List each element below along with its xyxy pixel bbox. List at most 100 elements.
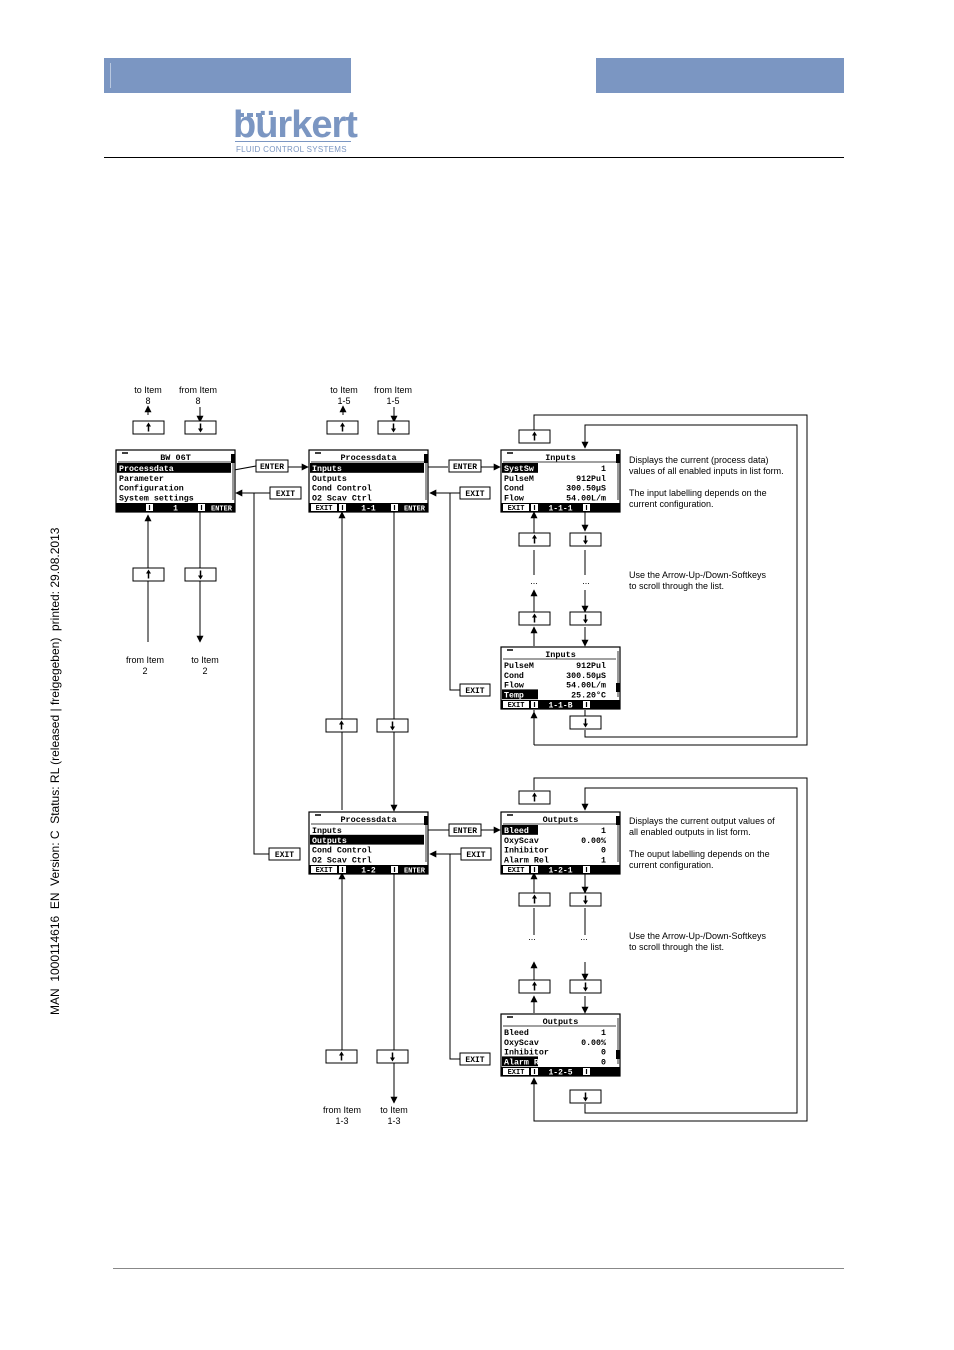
value-label: Flow <box>504 493 524 503</box>
menu-row: Inputs <box>312 465 342 474</box>
nav-label-number: 1-3 <box>387 1116 400 1126</box>
value-reading: 0 <box>601 847 606 856</box>
button-label: EXIT <box>465 687 484 696</box>
line-inputs2-exit <box>449 493 460 691</box>
note-line: to scroll through the list. <box>629 942 724 952</box>
note-outputs-labelling: The ouput labelling depends on thecurren… <box>629 849 770 870</box>
screen-scroll-thumb <box>616 816 620 825</box>
button-frame <box>459 1052 491 1066</box>
button-label: ENTER <box>260 463 284 472</box>
exit-button: EXIT <box>269 486 302 500</box>
screen-position: 1-2-1 <box>548 867 572 876</box>
nav-label-text: from Item <box>126 655 164 665</box>
arrow-up-icon-head <box>146 569 151 574</box>
arrow-down-icon-head <box>583 619 588 624</box>
button-label: EXIT <box>466 851 485 860</box>
key-buttons: ENTER EXIT EXIT ENTER EXIT EXIT ENTER EXIT EXIT <box>132 420 602 1104</box>
arrow-up-icon-head <box>532 894 537 899</box>
value-label: Temp <box>504 691 524 700</box>
screen-title: Outputs <box>543 1017 579 1027</box>
button-up <box>518 790 551 805</box>
softkey-left: EXIT <box>316 867 333 875</box>
button-up <box>518 979 551 994</box>
button-down <box>569 715 602 730</box>
ellipsis: ... <box>582 576 590 586</box>
value-label: Alarm Rel <box>504 855 549 865</box>
note-line: Use the Arrow-Up-/Down-Softkeys <box>629 931 767 941</box>
arrow-down-icon-head <box>583 987 588 992</box>
logo-underline <box>235 141 351 142</box>
button-up <box>132 420 165 435</box>
menu-row: Outputs <box>312 475 347 484</box>
button-frame <box>459 486 491 500</box>
ellipsis: ... <box>528 932 536 942</box>
screen-scroll-thumb <box>616 1050 620 1059</box>
button-up <box>325 718 358 733</box>
screen-position: 1-1-1 <box>548 505 572 514</box>
screen-position: 1-2 <box>361 867 376 876</box>
button-label: ENTER <box>453 463 477 472</box>
value-reading: 1 <box>601 856 606 865</box>
arrow-down-icon-head <box>583 540 588 545</box>
value-reading: 1 <box>601 465 606 474</box>
menu-row: O2 Scav Ctrl <box>312 493 372 503</box>
header-bar-highlight <box>110 63 111 88</box>
button-down <box>569 532 602 547</box>
value-reading: 300.50µS <box>566 485 606 494</box>
screen-softkey-bar <box>309 865 428 874</box>
ellipsis: ... <box>580 932 588 942</box>
exit-button: EXIT <box>459 683 491 697</box>
note-outputs-display: Displays the current output values ofall… <box>629 816 775 837</box>
arrow-up-icon-head <box>532 431 537 436</box>
arrow-up-icon-head <box>532 792 537 797</box>
note-line: The ouput labelling depends on the <box>629 849 770 859</box>
value-label: Cond <box>504 484 524 494</box>
selected-row-highlight <box>117 463 231 473</box>
menu-row: System settings <box>119 493 194 503</box>
screen-title: Processdata <box>340 453 396 463</box>
button-down <box>376 718 409 733</box>
screen-main-menu: BW 06TProcessdataParameterConfigurationS… <box>115 449 236 514</box>
value-label: PulseM <box>504 474 534 484</box>
softkey-frame <box>503 701 529 708</box>
button-up <box>518 429 551 444</box>
value-label: Flow <box>504 681 524 691</box>
softkey-left: EXIT <box>508 702 525 710</box>
softkey-right: ENTER <box>404 506 426 514</box>
menu-row: Cond Control <box>312 484 372 494</box>
button-frame <box>269 486 302 500</box>
note-line: The input labelling depends on the <box>629 488 767 498</box>
value-reading: 0.00% <box>581 837 606 846</box>
screen-title: Processdata <box>340 815 396 825</box>
screen-title: Outputs <box>543 815 579 825</box>
value-reading: 0.00% <box>581 1039 606 1048</box>
button-label: EXIT <box>275 851 294 860</box>
note-line: to scroll through the list. <box>629 581 724 591</box>
screen-frame <box>500 449 621 513</box>
button-frame <box>459 683 491 697</box>
arrow-up-icon-head <box>532 613 537 618</box>
note-line: Displays the current (process data) <box>629 455 769 465</box>
value-reading: 25.20°C <box>571 691 606 700</box>
softkey-right: ENTER <box>404 868 426 876</box>
value-reading: 1 <box>601 1029 606 1038</box>
screen-scroll-thumb <box>424 816 428 825</box>
value-label: OxyScav <box>504 837 539 846</box>
screen-title: BW 06T <box>160 453 191 463</box>
value-label: Alarm Rel <box>504 1057 549 1067</box>
nav-label-number: 1-5 <box>337 396 350 406</box>
nav-label-text: to Item <box>380 1105 408 1115</box>
screen-title: Inputs <box>545 453 576 463</box>
arrow-up-icon-head <box>532 534 537 539</box>
value-reading: 912Pul <box>576 474 606 484</box>
logo-tagline: FLUID CONTROL SYSTEMS <box>236 145 347 154</box>
value-label: Bleed <box>504 1028 529 1038</box>
arrow-down-icon-head <box>583 1097 588 1102</box>
button-frame <box>448 823 482 837</box>
screen-position: 1 <box>173 505 178 514</box>
screen-softkey-bar <box>309 503 428 512</box>
value-label: OxyScav <box>504 1039 539 1048</box>
line-inputs-outer-loop <box>533 414 808 746</box>
